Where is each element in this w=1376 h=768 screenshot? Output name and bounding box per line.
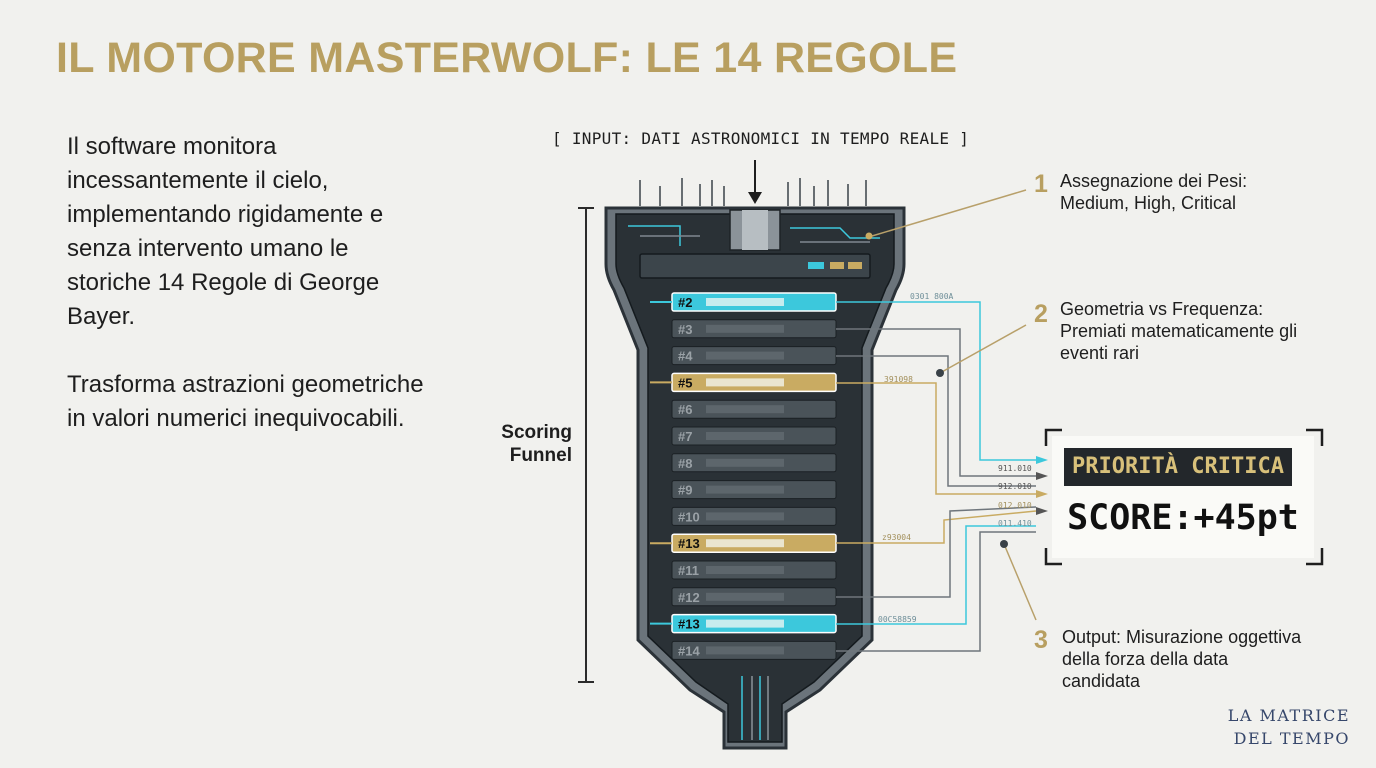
rule-slot: #7: [671, 426, 837, 446]
rule-slot-core: [706, 592, 784, 601]
score-panel: PRIORITÀ CRITICA SCORE:+45pt: [1052, 436, 1314, 558]
rule-slot: #9: [671, 480, 837, 500]
rule-slot-core: [706, 458, 784, 467]
rule-slot-core: [706, 298, 784, 306]
annotation-number: 2: [1034, 300, 1048, 328]
rule-slot-label: #14: [678, 643, 700, 658]
intro-paragraph: Il software monitora incessantemente il …: [67, 133, 384, 330]
data-bus-indicator: [808, 262, 824, 269]
brand-line: DEL TEMPO: [1233, 729, 1350, 748]
rule-slot: #6: [671, 399, 837, 419]
rule-slot-label: #11: [678, 563, 699, 578]
rule-slot-core: [706, 646, 784, 655]
code-label: 012.010: [998, 501, 1032, 510]
rule-slot-core: [706, 512, 784, 521]
data-bus-panel: [639, 253, 871, 279]
rule-slot: #4: [671, 346, 837, 366]
connector-line: [836, 525, 1036, 625]
page-title: IL MOTORE MASTERWOLF: LE 14 REGOLE: [56, 34, 958, 82]
rule-slot-core: [706, 539, 784, 548]
rule-slot-core: [706, 566, 784, 574]
data-bus-indicator: [830, 262, 844, 269]
rule-slot-label: #10: [678, 509, 700, 524]
rule-slot-core: [706, 324, 784, 333]
callout-dot: [1000, 540, 1008, 548]
intro-paragraph-2: Trasforma astrazioni geometriche in valo…: [67, 371, 424, 432]
annotation-text: Assegnazione dei Pesi: Medium, High, Cri…: [1060, 171, 1248, 213]
rule-slot-core: [706, 432, 784, 440]
score-box-brackets: [1044, 428, 1324, 566]
input-label: [ INPUT: DATI ASTRONOMICI IN TEMPO REALE…: [552, 129, 970, 148]
top-circuitry: [628, 225, 880, 246]
connector-line: [836, 506, 1037, 598]
code-label: 391098: [884, 375, 913, 384]
rule-slot-label: #8: [678, 456, 692, 471]
connector-line: [836, 301, 1036, 461]
annotation-number: 1: [1034, 170, 1048, 198]
annotation-text: Geometria vs Frequenza: Premiati matemat…: [1060, 299, 1298, 363]
score-value: SCORE:+45pt: [1067, 498, 1299, 538]
rule-slot-core: [706, 351, 784, 360]
code-label: 912.010: [998, 482, 1032, 491]
outlet-lines: [741, 676, 769, 740]
rule-slot-core: [706, 485, 784, 494]
rule-slot-label: #13: [678, 617, 700, 632]
connector-line: [836, 510, 1037, 544]
annotation-number: 3: [1034, 626, 1048, 654]
input-column-core: [742, 210, 768, 250]
rule-slot: #12: [671, 587, 837, 607]
code-label: z93004: [882, 533, 911, 542]
rule-slot-core: [706, 378, 784, 387]
rule-slots: #2 #3 #4 #5 #6 #7 #8 #9 #10 #13 #11 #12 #13 #14: [650, 292, 837, 660]
rule-slot-label: #3: [678, 322, 692, 337]
connector-line: [836, 328, 1036, 477]
rule-slot-core: [706, 405, 784, 414]
priority-badge: PRIORITÀ CRITICA: [1064, 448, 1292, 486]
rule-slot: #13: [650, 533, 837, 553]
rule-slot: #2: [650, 292, 837, 312]
annotation-text: Output: Misurazione oggettiva della forz…: [1062, 627, 1302, 691]
rule-slot: #13: [650, 613, 837, 634]
rule-slot-label: #7: [678, 429, 692, 444]
connector-line: [836, 382, 1036, 495]
code-label: 011.410: [998, 519, 1032, 528]
input-antennas: [639, 178, 867, 206]
rule-slot: #11: [671, 560, 837, 580]
rule-slot: #14: [671, 640, 837, 660]
funnel-inner: [615, 213, 895, 743]
callout-dot: [936, 369, 944, 377]
rule-slot: #5: [650, 372, 837, 393]
funnel-label: Scoring Funnel: [501, 422, 572, 466]
rule-slot-label: #5: [678, 375, 692, 390]
rule-slot-label: #13: [678, 536, 700, 551]
score-arrows: [1036, 456, 1048, 515]
callout-lines: [871, 189, 1037, 621]
code-label: 00C58859: [878, 615, 917, 624]
funnel-bracket: [578, 207, 594, 683]
code-label: 911.010: [998, 464, 1032, 473]
rule-slot-label: #12: [678, 590, 700, 605]
rule-slot: #10: [671, 506, 837, 526]
rule-slot-label: #6: [678, 402, 692, 417]
connector-line: [836, 355, 1036, 487]
code-label: 0301 800A: [910, 292, 954, 301]
rule-slot-core: [706, 619, 784, 628]
rule-slot: #3: [671, 319, 837, 339]
input-arrow-icon: [748, 160, 762, 204]
rule-slot-label: #2: [678, 295, 692, 310]
connector-line: [836, 531, 1036, 652]
status-led: [865, 232, 873, 240]
rule-slot: #8: [671, 453, 837, 473]
brand-logo: LA MATRICE DEL TEMPO: [1228, 704, 1350, 750]
data-bus-indicator: [848, 262, 862, 269]
connector-lines: [836, 301, 1037, 652]
rule-slot-label: #9: [678, 483, 692, 498]
brand-line: LA MATRICE: [1227, 706, 1350, 725]
rule-slot-label: #4: [678, 349, 693, 364]
